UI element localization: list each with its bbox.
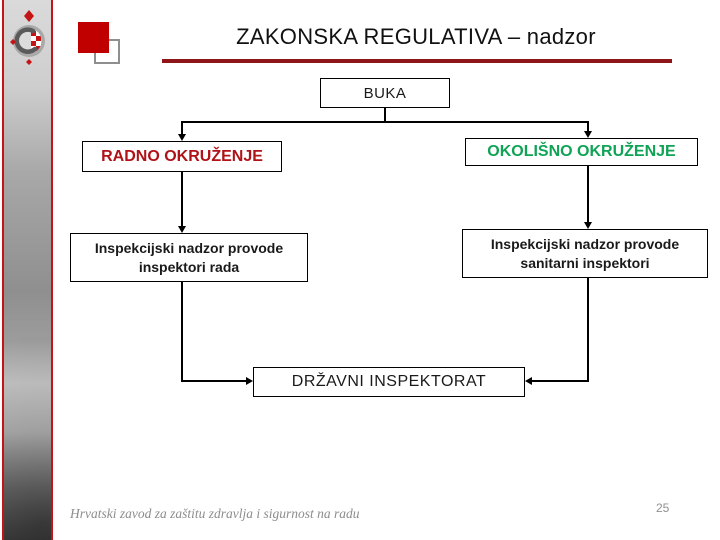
institute-emblem-icon bbox=[10, 10, 45, 65]
node-inspektori-rada-line2: inspektori rada bbox=[138, 258, 240, 275]
connector-inspection-right-down bbox=[587, 278, 589, 382]
connector-to-okolisno bbox=[587, 121, 589, 132]
slide-title: ZAKONSKA REGULATIVA – nadzor bbox=[236, 24, 596, 49]
node-inspektori-rada-line1: Inspekcijski nadzor provode bbox=[94, 239, 284, 256]
footer-text: Hrvatski zavod za zaštitu zdravlja i sig… bbox=[70, 506, 360, 521]
connector-trunk-horizontal bbox=[181, 121, 589, 123]
red-square-decoration bbox=[78, 22, 109, 53]
node-sanitarni-inspektori-line2: sanitarni inspektori bbox=[520, 254, 650, 271]
node-buka: BUKA bbox=[320, 78, 450, 108]
node-okolisno-okruzenje: OKOLIŠNO OKRUŽENJE bbox=[465, 138, 698, 166]
connector-okolisno-to-inspection bbox=[587, 166, 589, 223]
title-underline bbox=[162, 59, 672, 63]
connector-inspection-left-down bbox=[181, 282, 183, 382]
arrowhead-to-okolisno-icon bbox=[584, 131, 592, 138]
node-sanitarni-inspektori: Inspekcijski nadzor provode sanitarni in… bbox=[462, 229, 708, 278]
node-drzavni-inspektorat: DRŽAVNI INSPEKTORAT bbox=[253, 367, 525, 397]
connector-to-radno bbox=[181, 121, 183, 135]
connector-buka-down bbox=[384, 108, 386, 123]
arrowhead-to-drzavni-left-icon bbox=[246, 377, 253, 385]
arrowhead-to-radno-icon bbox=[178, 134, 186, 141]
sidebar-decoration bbox=[2, 0, 53, 540]
arrowhead-to-drzavni-right-icon bbox=[525, 377, 532, 385]
node-inspektori-rada: Inspekcijski nadzor provode inspektori r… bbox=[70, 233, 308, 282]
page-number: 25 bbox=[656, 501, 670, 515]
connector-radno-to-inspection bbox=[181, 172, 183, 227]
node-radno-okruzenje: RADNO OKRUŽENJE bbox=[82, 141, 282, 172]
connector-right-to-drzavni bbox=[532, 380, 589, 382]
connector-left-to-drzavni bbox=[181, 380, 246, 382]
arrowhead-to-inspection-right-icon bbox=[584, 222, 592, 229]
arrowhead-to-inspection-left-icon bbox=[178, 226, 186, 233]
node-sanitarni-inspektori-line1: Inspekcijski nadzor provode bbox=[490, 235, 680, 252]
